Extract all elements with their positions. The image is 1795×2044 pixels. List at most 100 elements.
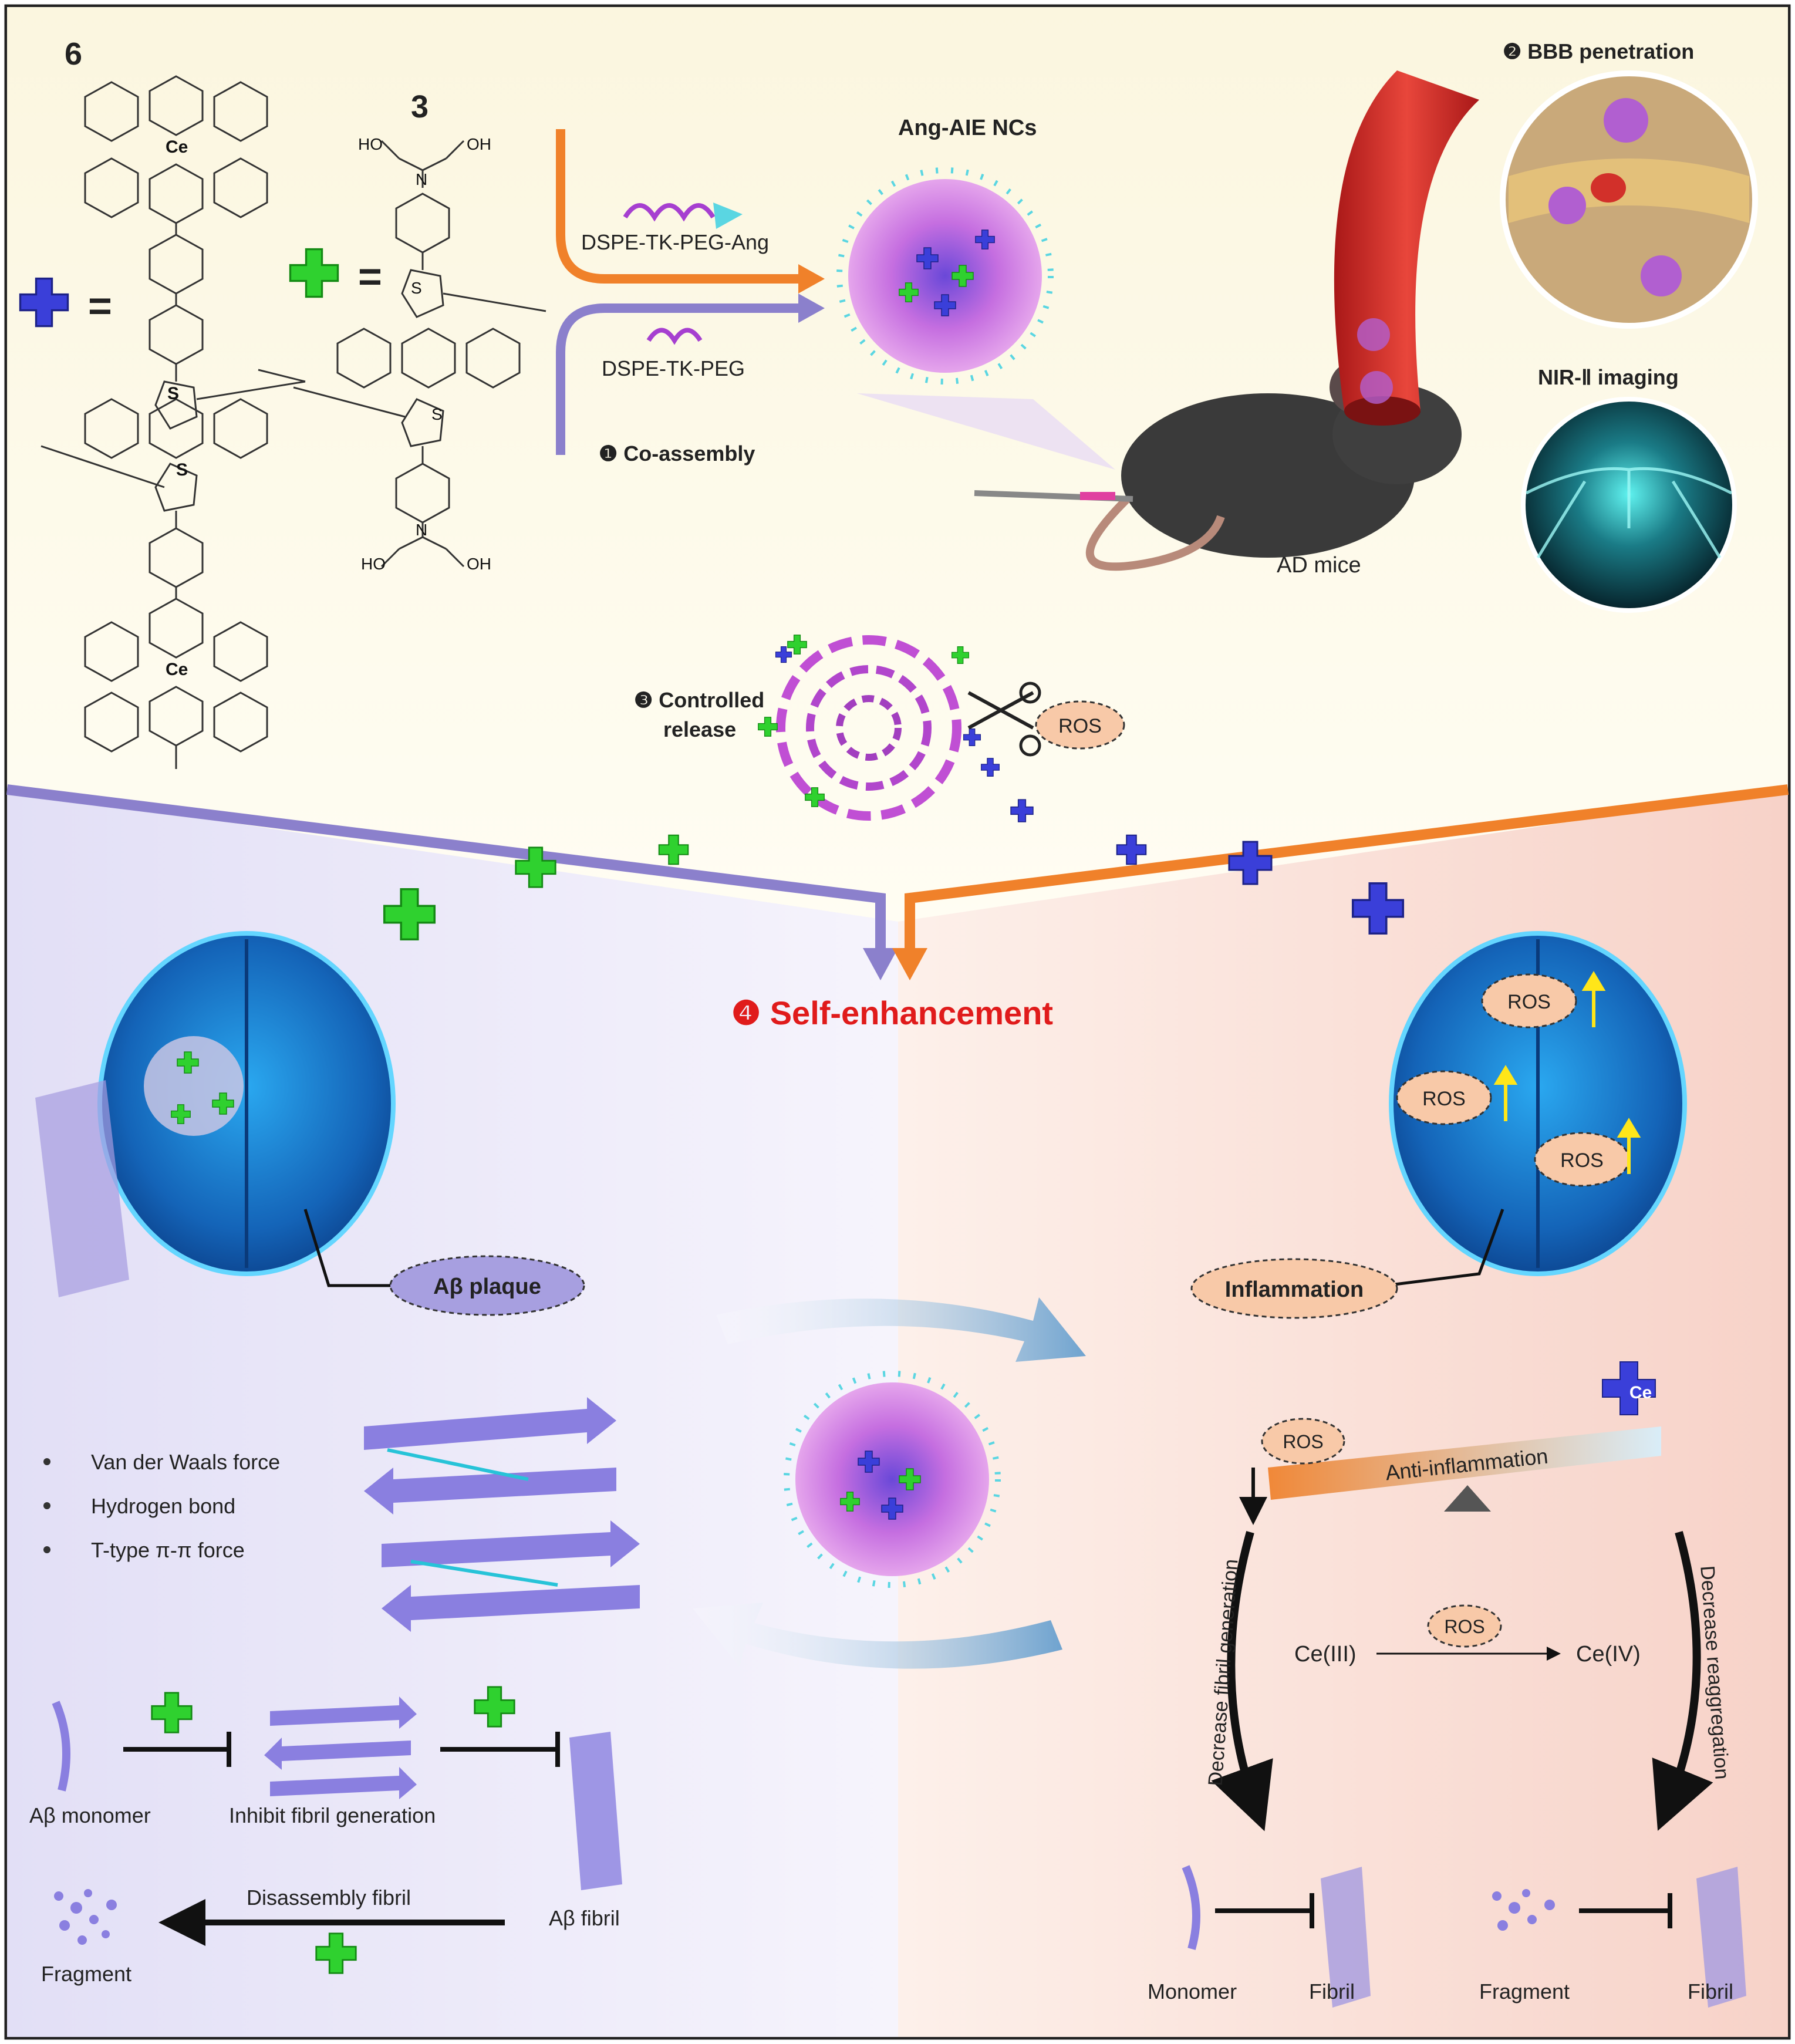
force-1: Van der Waals force — [91, 1450, 280, 1474]
ros-release-label: ROS — [1058, 715, 1102, 737]
step3-line1: ❸ Controlled — [634, 688, 764, 712]
fibril-right-2-label: Fibril — [1688, 1979, 1733, 2003]
scale-fulcrum — [1444, 1485, 1491, 1512]
left-section-bg — [7, 790, 898, 2037]
forces-list: Van der Waals force Hydrogen bond T-type… — [43, 1450, 280, 1562]
ho-group-top: HO — [358, 135, 383, 153]
n-atom-bottom: N — [416, 521, 427, 539]
disassembly-label: Disassembly fibril — [247, 1886, 411, 1910]
outer-frame — [4, 4, 1791, 2040]
ros-bubble-1-label: ROS — [1507, 991, 1551, 1013]
compound-3-structure: 3 HO OH N N HO OH S S — [293, 89, 546, 573]
ab-plaque-label: Aβ plaque — [433, 1274, 541, 1299]
peg-label: DSPE-TK-PEG — [602, 356, 745, 380]
s-atom-3b: S — [431, 405, 443, 423]
peg-chain — [646, 328, 703, 345]
fragment-right-label: Fragment — [1479, 1979, 1570, 2003]
fragment-dots-right — [1492, 1889, 1555, 1931]
fibril-zoom-left — [35, 1080, 129, 1297]
purple-arrowhead — [863, 948, 898, 980]
fibril-right-2 — [1696, 1867, 1746, 2008]
ros-bubble-2: ROS — [1396, 1070, 1492, 1125]
nc-title: Ang-AIE NCs — [898, 116, 1037, 140]
step4-self-enhancement: ❹ Self-enhancement — [731, 994, 1053, 1031]
plaque-leader — [303, 1209, 399, 1287]
step3-line2: release — [663, 717, 736, 741]
ros-ce-bubble: ROS — [1427, 1604, 1502, 1648]
inflammation-label: Inflammation — [1225, 1277, 1364, 1302]
ros-scale-bubble: ROS — [1261, 1418, 1345, 1465]
orange-arrowhead — [892, 948, 927, 980]
plaque-cluster — [144, 1036, 244, 1136]
bbb-zoom-circle — [1500, 70, 1758, 329]
force-3: T-type π-π force — [91, 1538, 245, 1562]
anti-inflammation-beam — [1268, 1426, 1661, 1500]
ho-group-bottom: HO — [361, 555, 386, 573]
orange-divider-line — [905, 784, 1789, 951]
oh-group-bottom: OH — [467, 555, 491, 573]
swirl-arrow-top — [716, 1297, 1086, 1362]
compound6-number: 6 — [65, 36, 82, 72]
ros-bubble-release: ROS — [1035, 700, 1125, 750]
fibril-right-1 — [1321, 1867, 1371, 2008]
fragment-dots-left — [54, 1889, 117, 1945]
monomer-right-label: Monomer — [1148, 1979, 1237, 2003]
ros-bubble-1: ROS — [1481, 973, 1577, 1028]
ang-aie-nc-top — [836, 167, 1054, 384]
controlled-release-particle — [758, 635, 1041, 822]
ce-atom-bottom: Ce — [166, 660, 188, 679]
ab-fibril-label: Aβ fibril — [549, 1906, 620, 1930]
ce-badge: Ce — [1602, 1361, 1656, 1415]
fibril-right-1-label: Fibril — [1309, 1979, 1355, 2003]
ab-plaque-callout: Aβ plaque — [389, 1255, 585, 1316]
peg-ang-label: DSPE-TK-PEG-Ang — [581, 230, 769, 254]
nir-image-circle — [1521, 397, 1737, 613]
equals-blue: = — [88, 283, 112, 329]
blood-vessel — [1334, 70, 1479, 426]
inhibit-fibril-label: Inhibit fibril generation — [229, 1803, 436, 1827]
peg-ang-chain — [623, 203, 716, 222]
coassembly-arrows: DSPE-TK-PEG-Ang DSPE-TK-PEG ❶ Co-assembl… — [556, 129, 825, 466]
ang-aie-nc-center — [784, 1371, 1001, 1588]
blue-plus-legend: = — [19, 277, 112, 329]
s-atom-6a: S — [167, 384, 179, 403]
ros-up-arrows — [1493, 971, 1641, 1174]
decrease-fibril-arrow — [1211, 1531, 1273, 1831]
ros-scale-label: ROS — [1283, 1431, 1323, 1452]
ab-monomer-label: Aβ monomer — [29, 1803, 151, 1827]
compound-6-structure: 6 Ce Ce S S — [41, 36, 306, 769]
oh-group-top: OH — [467, 135, 491, 153]
monomer-right-shape — [1182, 1865, 1200, 1950]
mini-sheet-model — [264, 1696, 417, 1799]
ce-badge-label: Ce — [1629, 1383, 1652, 1402]
green-plus-legend: = — [289, 248, 382, 299]
ros-bubble-3-label: ROS — [1560, 1149, 1604, 1172]
s-atom-6b: S — [176, 460, 188, 480]
ad-mice-label: AD mice — [1277, 553, 1361, 578]
injection-cone — [857, 393, 1115, 470]
brain-right — [1389, 931, 1687, 1276]
inflammation-leader — [1385, 1209, 1504, 1287]
ce-atom-top: Ce — [166, 137, 188, 157]
beta-sheet-model — [364, 1397, 640, 1632]
ang-peptide-cone — [713, 203, 743, 229]
fragment-left-label: Fragment — [41, 1962, 131, 1986]
ros-ce-label: ROS — [1444, 1616, 1484, 1637]
purple-divider-line — [6, 784, 886, 951]
swirl-arrow-bottom — [693, 1603, 1062, 1669]
compound3-number: 3 — [411, 89, 428, 124]
right-section-bg — [898, 790, 1788, 2037]
step2-bbb: ❷ BBB penetration — [1503, 39, 1694, 63]
s-atom-3a: S — [411, 279, 422, 297]
inflammation-callout: Inflammation — [1190, 1258, 1398, 1319]
ce3-label: Ce(III) — [1294, 1642, 1357, 1667]
equals-green: = — [358, 254, 382, 299]
brain-left — [97, 931, 396, 1276]
ab-fibril-shape — [569, 1732, 622, 1890]
ros-bubble-3: ROS — [1534, 1132, 1630, 1187]
monomer-squiggle — [52, 1701, 70, 1792]
ce4-label: Ce(IV) — [1576, 1642, 1641, 1667]
step1-coassembly: ❶ Co-assembly — [599, 441, 755, 466]
nir-title: NIR-Ⅱ imaging — [1538, 365, 1679, 389]
